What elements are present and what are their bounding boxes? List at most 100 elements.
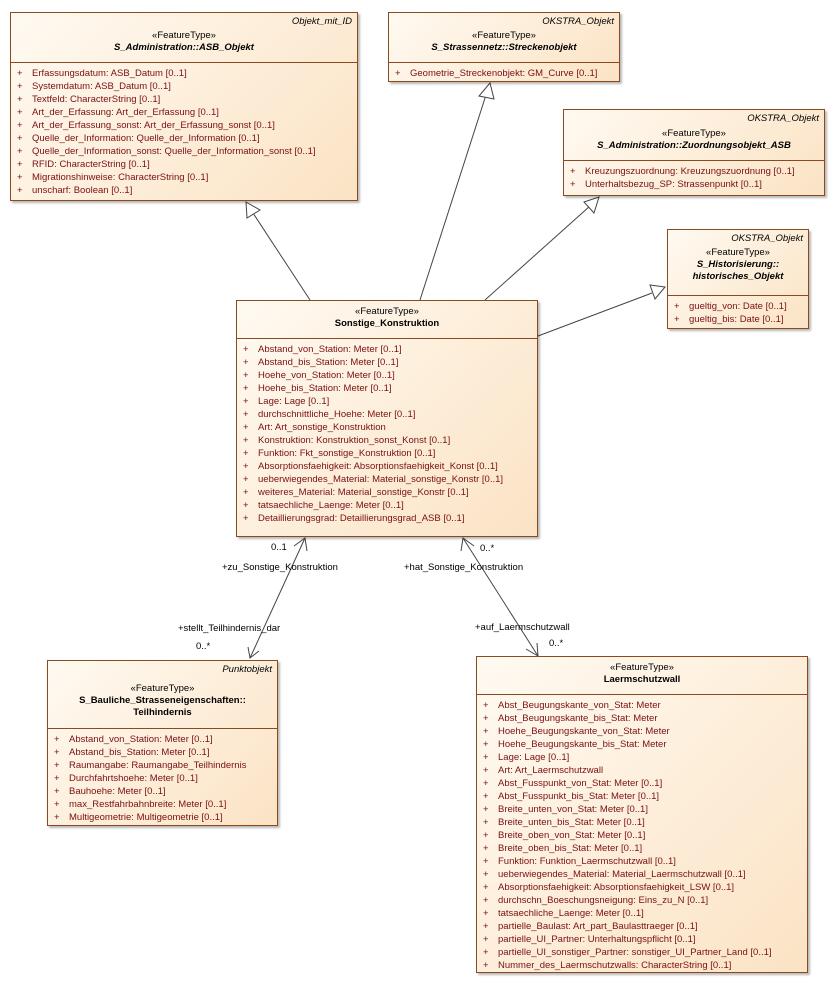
attribute-text: Quelle_der_Information: Quelle_der_Infor… <box>32 133 260 144</box>
visibility-marker: + <box>17 185 23 196</box>
attribute-row: +partielle_UI_Partner: Unterhaltungspfli… <box>477 933 807 946</box>
visibility-marker: + <box>483 713 489 724</box>
visibility-marker: + <box>243 370 249 381</box>
attribute-text: Systemdatum: ASB_Datum [0..1] <box>32 81 171 92</box>
attribute-text: Abstand_bis_Station: Meter [0..1] <box>69 747 210 758</box>
class-header: Punktobjekt «FeatureType» S_Bauliche_Str… <box>48 661 277 729</box>
attribute-row: +partielle_Baulast: Art_part_Baulasttrae… <box>477 920 807 933</box>
attribute-text: gueltig_bis: Date [0..1] <box>689 314 784 325</box>
class-laermschutzwall[interactable]: «FeatureType» Laermschutzwall +Abst_Beug… <box>476 656 808 973</box>
class-header: «FeatureType» Sonstige_Konstruktion <box>237 301 537 339</box>
attribute-text: ueberwiegendes_Material: Material_sonsti… <box>258 474 504 485</box>
stereotype-label: «FeatureType» <box>130 683 195 694</box>
visibility-marker: + <box>243 422 249 433</box>
attribute-row: +Hoehe_Beugungskante_bis_Stat: Meter <box>477 738 807 751</box>
attribute-text: Nummer_des_Laermschutzwalls: CharacterSt… <box>498 960 732 971</box>
attribute-text: Detaillierungsgrad: Detaillierungsgrad_A… <box>258 513 465 524</box>
attribute-text: Breite_unten_von_Stat: Meter [0..1] <box>498 804 648 815</box>
attribute-row: +Durchfahrtshoehe: Meter [0..1] <box>48 772 277 785</box>
attribute-row: +Konstruktion: Konstruktion_sonst_Konst … <box>237 434 537 447</box>
multiplicity-label: 0..* <box>480 543 495 554</box>
generalization-arrowhead-zuordnungsobjekt <box>583 196 600 214</box>
visibility-marker: + <box>54 760 60 771</box>
class-streckenobjekt[interactable]: OKSTRA_Objekt «FeatureType» S_Strassenne… <box>388 12 620 82</box>
attribute-text: max_Restfahrbahnbreite: Meter [0..1] <box>69 799 227 810</box>
attribute-text: Abst_Beugungskante_bis_Stat: Meter <box>498 713 658 724</box>
visibility-marker: + <box>17 107 23 118</box>
stereotype-label: «FeatureType» <box>152 30 216 41</box>
multiplicity-label: 0..* <box>196 641 211 652</box>
attribute-row: +RFID: CharacterString [0..1] <box>11 158 357 171</box>
visibility-marker: + <box>17 146 23 157</box>
visibility-marker: + <box>17 172 23 183</box>
attribute-row: +Art_der_Erfassung: Art_der_Erfassung [0… <box>11 106 357 119</box>
visibility-marker: + <box>17 81 23 92</box>
attribute-row: +unscharf: Boolean [0..1] <box>11 184 357 197</box>
attribute-list: +Abst_Beugungskante_von_Stat: Meter+Abst… <box>477 695 807 976</box>
attribute-row: +Abst_Fusspunkt_bis_Stat: Meter [0..1] <box>477 790 807 803</box>
class-header: OKSTRA_Objekt «FeatureType» S_Historisie… <box>668 230 808 296</box>
stereotype-label: «FeatureType» <box>355 306 419 317</box>
visibility-marker: + <box>483 804 489 815</box>
class-historisches-objekt[interactable]: OKSTRA_Objekt «FeatureType» S_Historisie… <box>667 229 809 329</box>
attribute-row: +weiteres_Material: Material_sonstige_Ko… <box>237 486 537 499</box>
stereotype-label: «FeatureType» <box>706 247 770 258</box>
visibility-marker: + <box>483 791 489 802</box>
attribute-row: +Quelle_der_Information_sonst: Quelle_de… <box>11 145 357 158</box>
visibility-marker: + <box>483 700 489 711</box>
visibility-marker: + <box>243 474 249 485</box>
attribute-text: Absorptionsfaehigkeit: Absorptionsfaehig… <box>498 882 735 893</box>
stereotype-label: «FeatureType» <box>472 30 536 41</box>
multiplicity-label: 0..1 <box>271 542 287 553</box>
class-name: S_Administration::ASB_Objekt <box>114 42 254 53</box>
attribute-text: Funktion: Funktion_Laermschutzwall [0..1… <box>498 856 676 867</box>
visibility-marker: + <box>54 734 60 745</box>
attribute-row: +Absorptionsfaehigkeit: Absorptionsfaehi… <box>237 460 537 473</box>
parent-class-label: Objekt_mit_ID <box>291 16 352 27</box>
visibility-marker: + <box>483 726 489 737</box>
class-zuordnungsobjekt-asb[interactable]: OKSTRA_Objekt «FeatureType» S_Administra… <box>563 109 825 196</box>
attribute-list: +Kreuzungszuordnung: Kreuzungszuordnung … <box>564 161 824 195</box>
role-label: +auf_Laermschutzwall <box>475 622 570 633</box>
class-asb-objekt[interactable]: Objekt_mit_ID «FeatureType» S_Administra… <box>10 12 358 201</box>
attribute-row: +Abstand_von_Station: Meter [0..1] <box>237 343 537 356</box>
class-header: Objekt_mit_ID «FeatureType» S_Administra… <box>11 13 357 63</box>
attribute-row: +ueberwiegendes_Material: Material_Laerm… <box>477 868 807 881</box>
class-name: Laermschutzwall <box>603 674 681 685</box>
attribute-list: +Erfassungsdatum: ASB_Datum [0..1]+Syste… <box>11 63 357 201</box>
attribute-list: +Abstand_von_Station: Meter [0..1]+Absta… <box>48 729 277 828</box>
attribute-list: +Abstand_von_Station: Meter [0..1] + Absta… <box>237 339 537 529</box>
attribute-row: +Multigeometrie: Multigeometrie [0..1] <box>48 811 277 824</box>
class-name-line-2: Teilhindernis <box>133 707 192 718</box>
generalization-streckenobjekt <box>419 94 487 301</box>
attribute-row: +Bauhoehe: Meter [0..1] <box>48 785 277 798</box>
attribute-row: +tatsaechliche_Laenge: Meter [0..1] <box>237 499 537 512</box>
class-name-line-1: S_Historisierung:: <box>696 259 780 270</box>
attribute-text: Hoehe_bis_Station: Meter [0..1] <box>258 383 392 394</box>
attribute-text: Textfeld: CharacterString [0..1] <box>32 94 161 105</box>
class-sonstige-konstruktion[interactable]: «FeatureType» Sonstige_Konstruktion +Abs… <box>236 300 538 537</box>
visibility-marker: + <box>243 461 249 472</box>
visibility-marker: + <box>54 812 60 823</box>
attribute-list: +Geometrie_Streckenobjekt: GM_Curve [0..… <box>389 63 619 84</box>
attribute-text: Breite_oben_von_Stat: Meter [0..1] <box>498 830 646 841</box>
parent-class-label: OKSTRA_Objekt <box>542 16 614 27</box>
class-teilhindernis[interactable]: Punktobjekt «FeatureType» S_Bauliche_Str… <box>47 660 278 826</box>
attribute-text: Lage: Lage [0..1] <box>498 752 570 763</box>
visibility-marker: + <box>243 396 249 407</box>
parent-class-label: OKSTRA_Objekt <box>747 113 819 124</box>
attribute-row: +Breite_oben_von_Stat: Meter [0..1] <box>477 829 807 842</box>
attribute-row: + ueberwiegendes_Material: Material_sonst… <box>237 473 537 486</box>
visibility-marker: + <box>674 301 680 312</box>
attribute-text: durchschnittliche_Hoehe: Meter [0..1] <box>258 409 416 420</box>
attribute-row: +Hoehe_bis_Station: Meter [0..1] <box>237 382 537 395</box>
attribute-text: partielle_Baulast: Art_part_Baulasttraeg… <box>498 921 698 932</box>
visibility-marker: + <box>483 765 489 776</box>
attribute-row: +gueltig_bis: Date [0..1] <box>668 313 808 326</box>
attribute-text: Abstand_bis_Station: Meter [0..1] <box>258 357 399 368</box>
attribute-text: Abst_Beugungskante_von_Stat: Meter <box>498 700 661 711</box>
association-laermschutzwall <box>462 537 539 657</box>
attribute-text: tatsaechliche_Laenge: Meter [0..1] <box>498 908 644 919</box>
visibility-marker: + <box>17 133 23 144</box>
